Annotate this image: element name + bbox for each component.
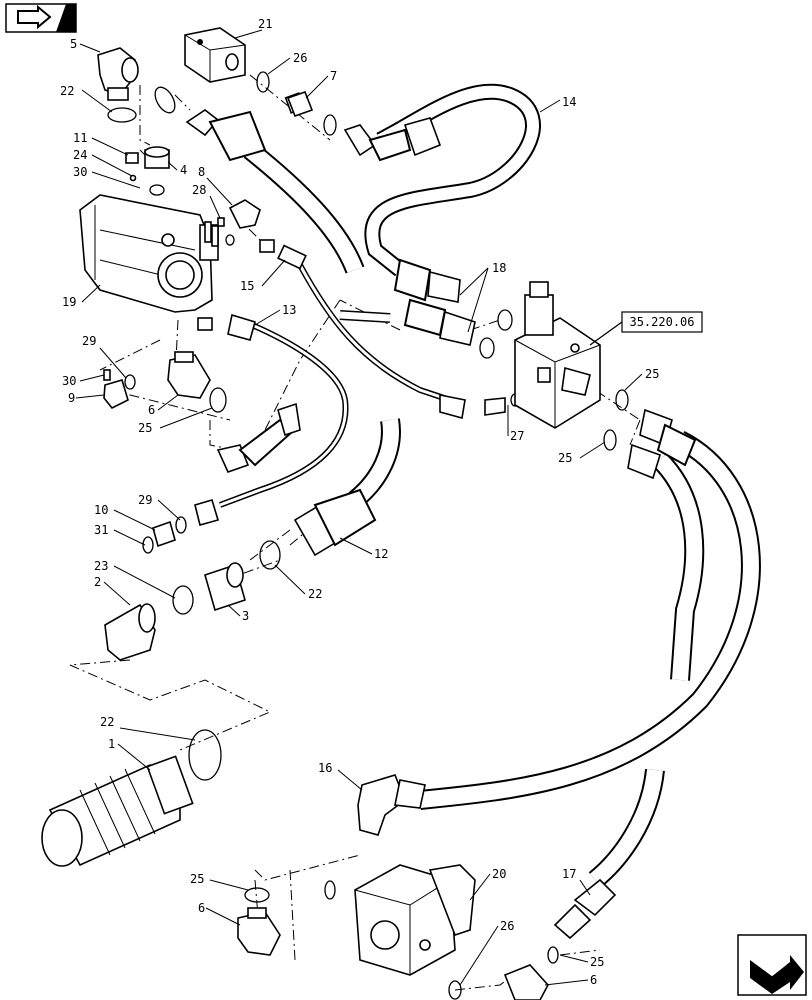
part-8-elbow xyxy=(217,199,261,229)
callout-25c: 25 xyxy=(558,451,572,465)
callout-27: 27 xyxy=(510,429,524,443)
callout-31: 31 xyxy=(94,523,108,537)
callout-21: 21 xyxy=(258,17,272,31)
callout-2: 2 xyxy=(94,575,101,589)
callout-25d: 25 xyxy=(190,872,204,886)
callout-16: 16 xyxy=(318,761,332,775)
callout-1: 1 xyxy=(108,737,115,751)
callout-17: 17 xyxy=(562,867,576,881)
callout-8: 8 xyxy=(198,165,205,179)
callout-6b: 6 xyxy=(198,901,205,915)
part-16-elbow xyxy=(357,774,426,836)
part-13-fittings xyxy=(197,313,256,341)
part-27-fitting xyxy=(439,394,506,420)
callout-22b: 22 xyxy=(308,587,322,601)
callout-15: 15 xyxy=(240,279,254,293)
callout-28: 28 xyxy=(192,183,206,197)
part-1-filter xyxy=(41,755,194,867)
callout-12: 12 xyxy=(374,547,388,561)
callout-5: 5 xyxy=(70,37,77,51)
callout-6a: 6 xyxy=(148,403,155,417)
fittings-pump-top xyxy=(125,146,170,182)
callout-23: 23 xyxy=(94,559,108,573)
next-page-arrow-icon[interactable] xyxy=(737,934,807,996)
callout-22a: 22 xyxy=(60,84,74,98)
callout-14: 14 xyxy=(562,95,576,109)
fittings-right xyxy=(627,408,697,480)
part-21-block xyxy=(184,27,246,83)
part-6-elbow xyxy=(167,351,211,399)
part-5-elbow xyxy=(97,47,139,101)
callout-26a: 26 xyxy=(293,51,307,65)
callout-29a: 29 xyxy=(82,334,96,348)
reference-box-label: 35.220.06 xyxy=(629,315,694,329)
part-6-elbow-far xyxy=(503,964,549,1000)
callout-11: 11 xyxy=(73,131,87,145)
callout-29b: 29 xyxy=(138,493,152,507)
callout-24: 24 xyxy=(73,148,87,162)
callout-3: 3 xyxy=(242,609,249,623)
callout-25a: 25 xyxy=(645,367,659,381)
callout-7: 7 xyxy=(330,69,337,83)
part-10-fitting xyxy=(152,499,220,548)
part-6-elbow-bottom xyxy=(237,907,281,956)
callout-13: 13 xyxy=(282,303,296,317)
o-rings xyxy=(107,71,629,1000)
valve-block xyxy=(514,281,601,429)
part-18-fittings xyxy=(393,258,476,346)
part-3-fitting xyxy=(204,562,246,612)
fittings-top xyxy=(185,92,442,162)
previous-page-arrow-icon[interactable] xyxy=(5,3,77,33)
part-12-fitting xyxy=(293,488,377,557)
callout-9: 9 xyxy=(68,391,75,405)
callout-4: 4 xyxy=(180,163,187,177)
callout-25b: 25 xyxy=(138,421,152,435)
callout-19: 19 xyxy=(62,295,76,309)
part-20-motor xyxy=(354,864,476,976)
callout-25e: 25 xyxy=(590,955,604,969)
callout-30a: 30 xyxy=(73,165,87,179)
part-17-fitting xyxy=(553,878,617,940)
callout-6c: 6 xyxy=(590,973,597,987)
reference-box[interactable]: 35.220.06 xyxy=(589,311,703,346)
part-9-elbow xyxy=(103,369,129,410)
hoses xyxy=(218,83,761,888)
callout-10: 10 xyxy=(94,503,108,517)
callout-18: 18 xyxy=(492,261,506,275)
part-15-fitting xyxy=(259,239,307,270)
callout-22c: 22 xyxy=(100,715,114,729)
tube-elbow-left xyxy=(216,402,301,473)
callout-30b: 30 xyxy=(62,374,76,388)
part-19-pump xyxy=(79,194,219,313)
callouts: 21 5 26 7 22 14 11 24 4 30 8 28 15 18 19… xyxy=(60,17,659,987)
part-2-plug xyxy=(104,603,156,661)
callout-26b: 26 xyxy=(500,919,514,933)
callout-20: 20 xyxy=(492,867,506,881)
